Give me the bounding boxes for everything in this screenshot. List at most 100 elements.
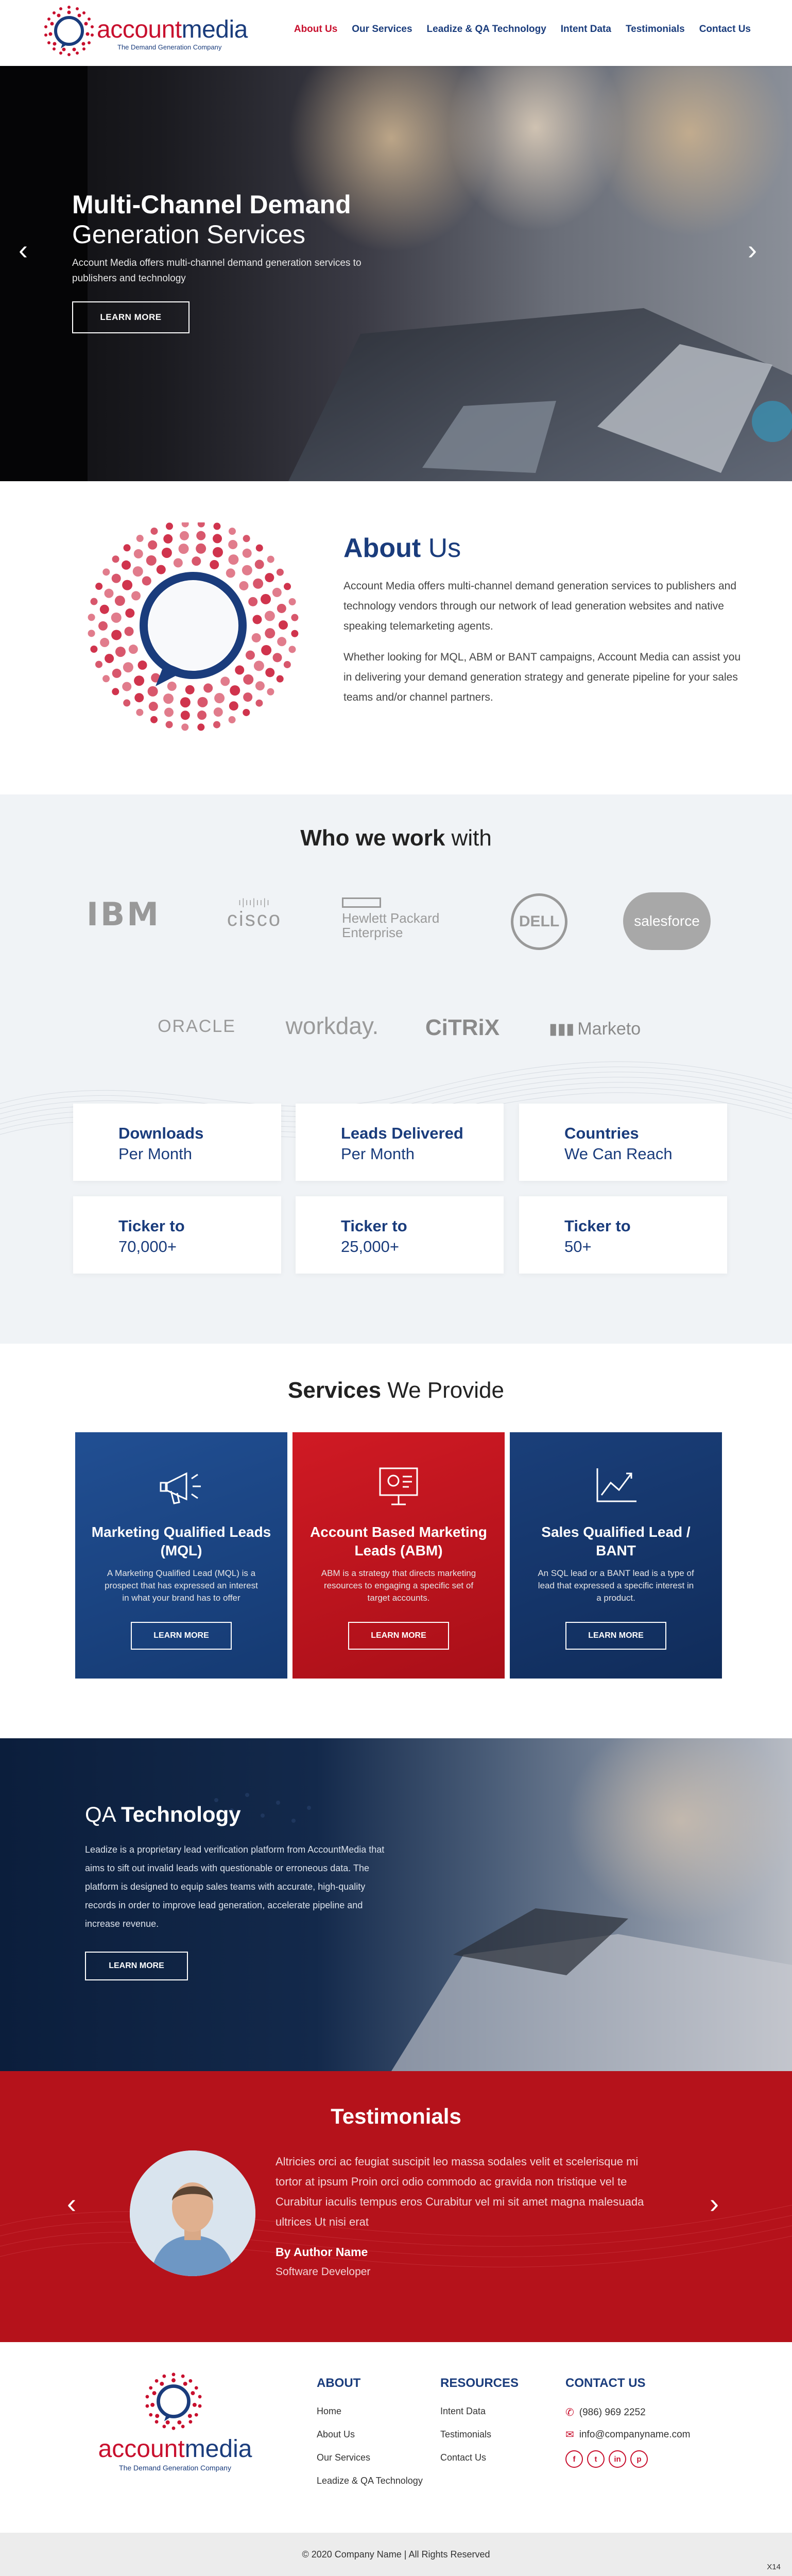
footer-email[interactable]: ✉ info@companyname.com xyxy=(565,2428,690,2441)
nav-about-us[interactable]: About Us xyxy=(294,24,338,35)
qa-background-image xyxy=(214,1738,792,2071)
partner-logo-oracle: ORACLE xyxy=(158,1016,236,1036)
qa-title: QA Technology xyxy=(85,1802,241,1827)
footer-contact-title: CONTACT US xyxy=(565,2376,646,2390)
stat-card-title: Ticker to xyxy=(341,1217,407,1235)
service-learn-more-button[interactable]: LEARN MORE xyxy=(565,1622,666,1650)
pinterest-icon[interactable]: p xyxy=(630,2450,648,2468)
service-card-title: Account Based Marketing Leads (ABM) xyxy=(310,1524,487,1558)
chevron-right-icon[interactable]: › xyxy=(710,2188,719,2219)
nav-our-services[interactable]: Our Services xyxy=(352,24,412,35)
hero-slider: Multi-Channel Demand Generation Services… xyxy=(0,66,792,481)
service-card-abm: Account Based Marketing Leads (ABM) ABM … xyxy=(292,1432,505,1679)
footer-link-testimonials[interactable]: Testimonials xyxy=(440,2429,492,2439)
about-title: About Us xyxy=(343,533,461,564)
stat-card-subtitle: We Can Reach xyxy=(564,1145,673,1163)
facebook-icon[interactable]: f xyxy=(565,2450,583,2468)
about-paragraph-2: Whether looking for MQL, ABM or BANT cam… xyxy=(343,651,741,703)
presentation-board-icon xyxy=(379,1467,418,1505)
partner-logo-salesforce: salesforce xyxy=(623,892,711,950)
chevron-right-icon[interactable]: › xyxy=(748,234,757,265)
stat-card-title: Countries xyxy=(564,1124,639,1142)
nav-contact-us[interactable]: Contact Us xyxy=(699,24,751,35)
footer-resources-title: RESOURCES xyxy=(440,2376,519,2390)
footer-link-intent-data[interactable]: Intent Data xyxy=(440,2406,486,2416)
footer-link-leadize[interactable]: Leadize & QA Technology xyxy=(317,2476,423,2486)
footer-logo[interactable]: accountmedia The Demand Generation Compa… xyxy=(82,2371,268,2474)
stat-card: Countries We Can Reach xyxy=(519,1104,727,1181)
footer-wordmark: accountmedia xyxy=(82,2435,268,2463)
testimonial-wave-decoration xyxy=(0,2205,792,2267)
stat-card: Ticker to 25,000+ xyxy=(296,1196,504,1274)
service-card-mql: Marketing Qualified Leads (MQL) A Market… xyxy=(75,1432,287,1679)
testimonials-title: Testimonials xyxy=(331,2104,461,2128)
footer-about-title: ABOUT xyxy=(317,2376,361,2390)
qa-technology-section: QA Technology Leadize is a proprietary l… xyxy=(0,1738,792,2071)
hero-description: Account Media offers multi-channel deman… xyxy=(72,258,361,284)
instagram-icon[interactable]: in xyxy=(609,2450,626,2468)
services-title: Services We Provide xyxy=(0,1378,792,1403)
stat-card-subtitle: Per Month xyxy=(341,1145,415,1163)
service-learn-more-button[interactable]: LEARN MORE xyxy=(348,1622,449,1650)
partner-logo-hpe: Hewlett Packard Enterprise xyxy=(342,895,466,942)
hero-background-image xyxy=(0,66,792,481)
services-title-regular: We Provide xyxy=(387,1378,504,1403)
stat-card-subtitle: 50+ xyxy=(564,1238,592,1256)
hpe-line-1: Hewlett Packard xyxy=(342,910,440,926)
site-header: accountmedia The Demand Generation Compa… xyxy=(0,0,792,66)
footer-about-column: ABOUT Home About Us Our Services Leadize… xyxy=(317,2376,423,2499)
clients-title-bold: Who we work xyxy=(300,825,445,851)
clients-title-regular: with xyxy=(451,825,492,851)
corner-badge: X14 xyxy=(767,2563,781,2571)
logo-mark-icon xyxy=(44,6,94,56)
footer-contact-column: CONTACT US ✆ (986) 969 2252 ✉ info@compa… xyxy=(565,2376,690,2468)
service-card-title: Sales Qualified Lead / BANT xyxy=(541,1524,691,1558)
partner-logo-dell: DELL xyxy=(511,893,567,950)
partner-logo-ibm: IBM xyxy=(86,895,161,933)
stat-card-title: Leads Delivered xyxy=(341,1124,463,1142)
hero-title-regular: Generation Services xyxy=(72,220,306,249)
about-paragraph-1: Account Media offers multi-channel deman… xyxy=(343,580,737,632)
chevron-left-icon[interactable]: ‹ xyxy=(67,2188,76,2219)
about-title-regular: Us xyxy=(428,533,461,563)
nav-intent-data[interactable]: Intent Data xyxy=(560,24,611,35)
logo-tagline: The Demand Generation Company xyxy=(117,43,222,51)
author-avatar xyxy=(130,2150,255,2276)
service-card-sql: Sales Qualified Lead / BANT An SQL lead … xyxy=(510,1432,722,1679)
stat-card-subtitle: Per Month xyxy=(118,1145,193,1163)
partner-logo-marketo: ▮▮▮Marketo xyxy=(546,1011,644,1047)
stat-card-title: Ticker to xyxy=(118,1217,185,1235)
testimonial-author: By Author Name xyxy=(276,2245,368,2259)
testimonial-role: Software Developer xyxy=(276,2266,371,2278)
stat-card-subtitle: 70,000+ xyxy=(118,1238,177,1256)
service-learn-more-button[interactable]: LEARN MORE xyxy=(131,1622,232,1650)
about-title-bold: About xyxy=(343,533,421,563)
copyright-text: © 2020 Company Name | All Rights Reserve… xyxy=(302,2549,490,2560)
chevron-left-icon[interactable]: ‹ xyxy=(19,234,28,265)
partner-logo-citrix: CiTRiX xyxy=(425,1015,500,1040)
footer-phone[interactable]: ✆ (986) 969 2252 xyxy=(565,2406,690,2419)
footer-link-our-services[interactable]: Our Services xyxy=(317,2452,371,2463)
footer-link-contact-us[interactable]: Contact Us xyxy=(440,2452,487,2463)
email-icon: ✉ xyxy=(565,2429,574,2441)
twitter-icon[interactable]: t xyxy=(587,2450,605,2468)
clients-section: Who we work with IBM ı|ıı|ıı|ı cisco Hew… xyxy=(0,794,792,1344)
cisco-bars-icon: ı|ıı|ıı|ı xyxy=(238,897,271,907)
footer-resources-column: RESOURCES Intent Data Testimonials Conta… xyxy=(440,2376,519,2476)
footer-link-home[interactable]: Home xyxy=(317,2406,342,2416)
marketo-bars-icon: ▮▮▮ xyxy=(548,1020,575,1038)
qa-learn-more-button[interactable]: LEARN MORE xyxy=(85,1952,188,1980)
logo-mark-icon xyxy=(145,2372,202,2430)
stat-card: Downloads Per Month xyxy=(73,1104,281,1181)
about-section: About Us Account Media offers multi-chan… xyxy=(0,481,792,794)
nav-testimonials[interactable]: Testimonials xyxy=(625,24,685,35)
testimonial-quote: Altricies orci ac feugiat suscipit leo m… xyxy=(276,2155,644,2228)
author-photo xyxy=(130,2150,255,2276)
stat-card-title: Downloads xyxy=(118,1124,204,1142)
nav-leadize-qa[interactable]: Leadize & QA Technology xyxy=(426,24,546,35)
brand-logo[interactable]: accountmedia The Demand Generation Compa… xyxy=(42,4,259,61)
logo-wordmark: accountmedia xyxy=(97,15,248,44)
footer-link-about-us[interactable]: About Us xyxy=(317,2429,355,2439)
hero-learn-more-button[interactable]: LEARN MORE xyxy=(72,301,190,333)
logo-word-account: account xyxy=(97,16,182,43)
